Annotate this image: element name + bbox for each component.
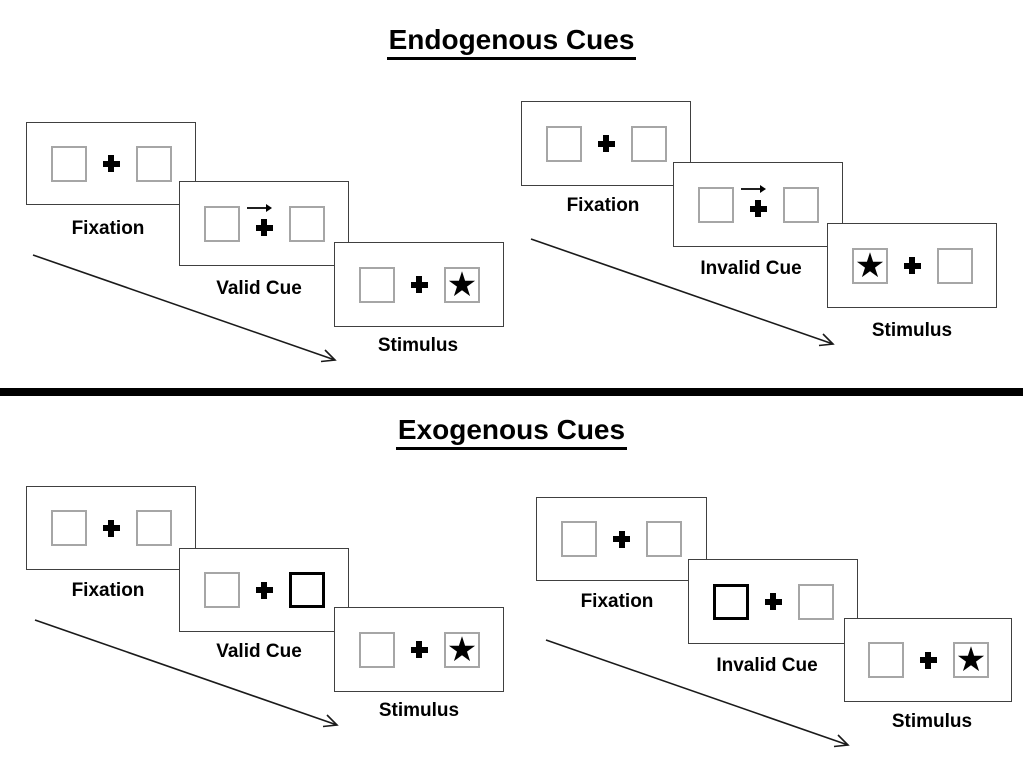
cue-arrow-icon [247,204,272,212]
left-box [203,205,240,242]
screen-label: Fixation [71,218,145,239]
fixation-cross-icon [919,651,937,669]
screen-label: Stimulus [871,320,953,341]
fixation-cross-icon [749,200,767,217]
fixation-screen [26,122,196,205]
fixation-cross-icon [102,155,120,172]
endogenous-title-text: Endogenous Cues [386,24,637,60]
screen-label: Invalid Cue [700,258,802,279]
screen-label: Valid Cue [216,278,302,299]
left-box [561,521,597,557]
right-box [646,521,682,557]
left-box-highlighted [712,583,749,620]
cue-arrow-icon [741,185,766,193]
timeline-arrow-icon [34,619,339,728]
valid-cue-screen [179,181,349,266]
right-box [135,145,172,182]
left-box [867,642,904,678]
screen-label: Invalid Cue [716,655,818,676]
screen-label: Stimulus [891,711,973,732]
invalid-cue-screen [688,559,858,644]
right-box [288,205,325,242]
exogenous-title-text: Exogenous Cues [395,414,628,450]
star-icon [448,270,475,296]
fixation-cross-icon [764,593,782,610]
left-box [358,266,395,303]
fixation-cross-icon [613,530,630,548]
right-box [936,247,973,284]
fixation-cross-icon [410,641,428,658]
screen-label: Stimulus [378,700,460,721]
stimulus-screen [334,607,504,692]
right-box-highlighted [288,572,325,608]
right-box [797,583,834,620]
section-divider [0,388,1023,396]
screen-label: Valid Cue [216,641,302,662]
star-icon [448,635,475,661]
right-box [135,510,172,546]
fixation-cross-icon [102,519,120,537]
fixation-screen [26,486,196,570]
stimulus-screen [334,242,504,327]
screen-label: Stimulus [377,335,459,356]
star-icon [957,646,984,672]
star-icon [856,251,883,277]
endogenous-section-title: Endogenous Cues [0,24,1023,60]
left-box [50,145,87,182]
left-box [851,247,888,284]
fixation-cross-icon [255,219,273,236]
fixation-cross-icon [597,135,615,152]
left-box [697,186,734,223]
stimulus-screen [844,618,1012,702]
fixation-cross-icon [255,581,273,599]
fixation-screen [521,101,691,186]
stimulus-screen [827,223,997,308]
screen-label: Fixation [580,591,654,612]
invalid-cue-screen [673,162,843,247]
fixation-cross-icon [410,276,428,293]
right-box [443,266,480,303]
right-box [630,125,667,162]
left-box [545,125,582,162]
left-box [203,572,240,608]
fixation-screen [536,497,707,581]
exogenous-section-title: Exogenous Cues [0,414,1023,450]
valid-cue-screen [179,548,349,632]
left-box [358,631,395,668]
timeline-arrow-icon [545,639,850,748]
timeline-arrow-icon [32,254,337,363]
right-box [952,642,989,678]
fixation-cross-icon [903,257,921,274]
screen-label: Fixation [566,195,640,216]
screen-label: Fixation [71,580,145,601]
left-box [50,510,87,546]
right-box [782,186,819,223]
timeline-arrow-icon [530,238,835,347]
right-box [443,631,480,668]
